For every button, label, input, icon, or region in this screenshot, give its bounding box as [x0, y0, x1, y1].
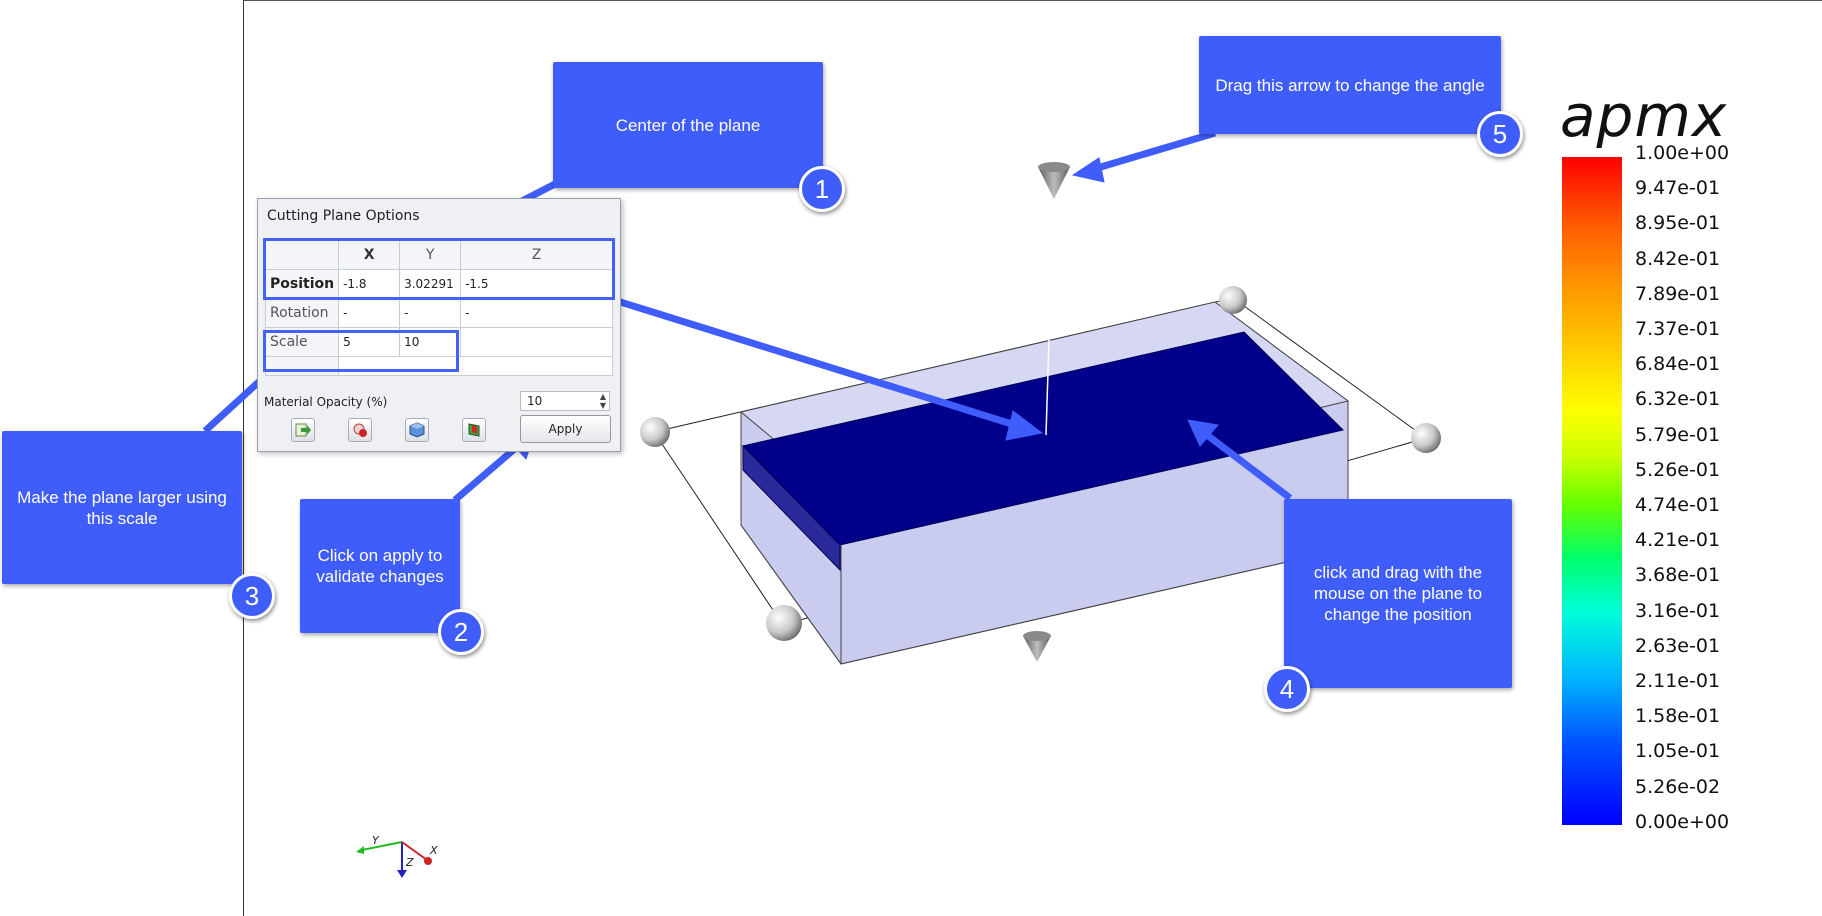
angle-arrow-bottom[interactable] — [1023, 636, 1051, 662]
legend-tick-label: 7.89e-01 — [1635, 282, 1721, 305]
callout-badge-4: 4 — [1264, 666, 1310, 712]
scale-z-cell[interactable] — [460, 327, 613, 357]
position-z-cell[interactable]: -1.5 — [460, 269, 613, 299]
table-corner — [264, 240, 340, 270]
reset-icon — [353, 423, 367, 437]
table-header-row: X Y Z — [264, 240, 613, 270]
reset-plane-button[interactable] — [348, 418, 372, 442]
angle-arrow-bottom-base — [1023, 631, 1051, 641]
row-label-rotation: Rotation — [264, 298, 340, 328]
spin-arrows-icon[interactable]: ▲▼ — [599, 392, 606, 410]
legend-tick-label: 0.00e+00 — [1635, 810, 1730, 833]
callout-box-5: Drag this arrow to change the angle — [1199, 36, 1501, 134]
callout-text-5: Drag this arrow to change the angle — [1215, 75, 1485, 95]
legend-tick-label: 3.68e-01 — [1635, 564, 1721, 587]
callout-text-4: click and drag with the mouse on the pla… — [1313, 563, 1483, 624]
sphere-handle[interactable] — [1219, 286, 1247, 314]
callout-text-3: Make the plane larger using this scale — [17, 487, 227, 528]
legend-tick-label: 1.00e+00 — [1635, 142, 1730, 164]
axes-triad: Y Z X — [356, 834, 438, 878]
legend-tick-label: 9.47e-01 — [1635, 177, 1721, 200]
cube-view-button[interactable] — [405, 418, 429, 442]
callout-badge-2: 2 — [438, 609, 484, 655]
column-y: Y — [399, 240, 462, 270]
export-arrow-icon — [295, 423, 311, 437]
legend-tick-label: 5.26e-01 — [1635, 458, 1721, 481]
viewport-left-border — [243, 0, 244, 916]
cube-icon — [409, 422, 425, 438]
column-z: Z — [460, 240, 613, 270]
legend-tick-label: 3.16e-01 — [1635, 599, 1721, 622]
cut-shape-icon — [468, 423, 480, 437]
cut-view-button[interactable] — [462, 418, 486, 442]
viewport-top-border — [243, 0, 1822, 1]
cutting-plane-edge — [742, 444, 841, 572]
callout-badge-1: 1 — [799, 166, 845, 212]
callout-box-2: Click on apply to validate changes — [300, 499, 460, 633]
axis-label-z: Z — [405, 856, 414, 869]
column-x: X — [338, 240, 401, 270]
legend-tick-label: 1.58e-01 — [1635, 705, 1721, 728]
callout-box-1: Center of the plane — [553, 62, 823, 188]
legend-tick-label: 8.42e-01 — [1635, 247, 1721, 270]
legend-tick-label: 6.84e-01 — [1635, 353, 1721, 376]
legend-tick-label: 6.32e-01 — [1635, 388, 1721, 411]
dialog-title: Cutting Plane Options — [267, 208, 420, 224]
callout-text-2: Click on apply to validate changes — [316, 546, 444, 586]
legend-tick-label: 2.11e-01 — [1635, 670, 1721, 692]
plane-normal-line — [1045, 339, 1050, 436]
material-opacity-label: Material Opacity (%) — [264, 395, 388, 409]
callout-badge-5: 5 — [1477, 111, 1523, 157]
material-opacity-value: 10 — [527, 394, 543, 408]
legend-tick-label: 4.74e-01 — [1635, 494, 1721, 516]
callout-box-3: Make the plane larger using this scale — [2, 431, 242, 584]
legend-tick-label: 5.79e-01 — [1635, 423, 1721, 446]
angle-arrow-top-base — [1038, 162, 1070, 172]
sphere-handle[interactable] — [640, 417, 670, 447]
legend-tick-label: 7.37e-01 — [1635, 318, 1721, 340]
position-y-cell[interactable]: 3.02291 — [399, 269, 462, 299]
sphere-handle[interactable] — [1411, 423, 1441, 453]
callout-box-4: click and drag with the mouse on the pla… — [1284, 499, 1512, 688]
position-x-cell[interactable]: -1.8 — [338, 269, 401, 299]
axis-label-y: Y — [372, 834, 380, 847]
legend-tick-label: 2.63e-01 — [1635, 634, 1721, 657]
axis-label-x: X — [429, 844, 438, 857]
position-highlight — [263, 238, 615, 300]
scale-highlight — [263, 330, 459, 372]
callout-badge-3: 3 — [229, 573, 275, 619]
export-plane-button[interactable] — [291, 418, 315, 442]
apply-button[interactable]: Apply — [520, 415, 611, 443]
table-row: Rotation - - - — [264, 298, 613, 328]
box-edge — [740, 524, 842, 665]
angle-arrow-top[interactable] — [1038, 167, 1070, 199]
legend-tick-label: 5.26e-02 — [1635, 775, 1721, 798]
callout-text-1: Center of the plane — [615, 115, 761, 135]
box-edge — [840, 547, 1349, 665]
color-scale-bar — [1562, 157, 1622, 825]
cutting-plane-options-dialog: Cutting Plane Options X Y Z Position -1.… — [257, 198, 621, 452]
rotation-x-cell[interactable]: - — [338, 298, 401, 328]
legend-title: apmx — [1560, 82, 1728, 150]
rotation-z-cell[interactable]: - — [460, 298, 613, 328]
sphere-handle[interactable] — [766, 605, 802, 641]
legend-tick-label: 4.21e-01 — [1635, 529, 1721, 552]
legend-tick-label: 1.05e-01 — [1635, 740, 1721, 763]
material-opacity-spinbox[interactable]: 10 ▲▼ — [520, 391, 610, 411]
row-label-scale: Scale — [264, 327, 340, 357]
legend-tick-label: 8.95e-01 — [1635, 212, 1721, 235]
rotation-y-cell[interactable]: - — [399, 298, 462, 328]
